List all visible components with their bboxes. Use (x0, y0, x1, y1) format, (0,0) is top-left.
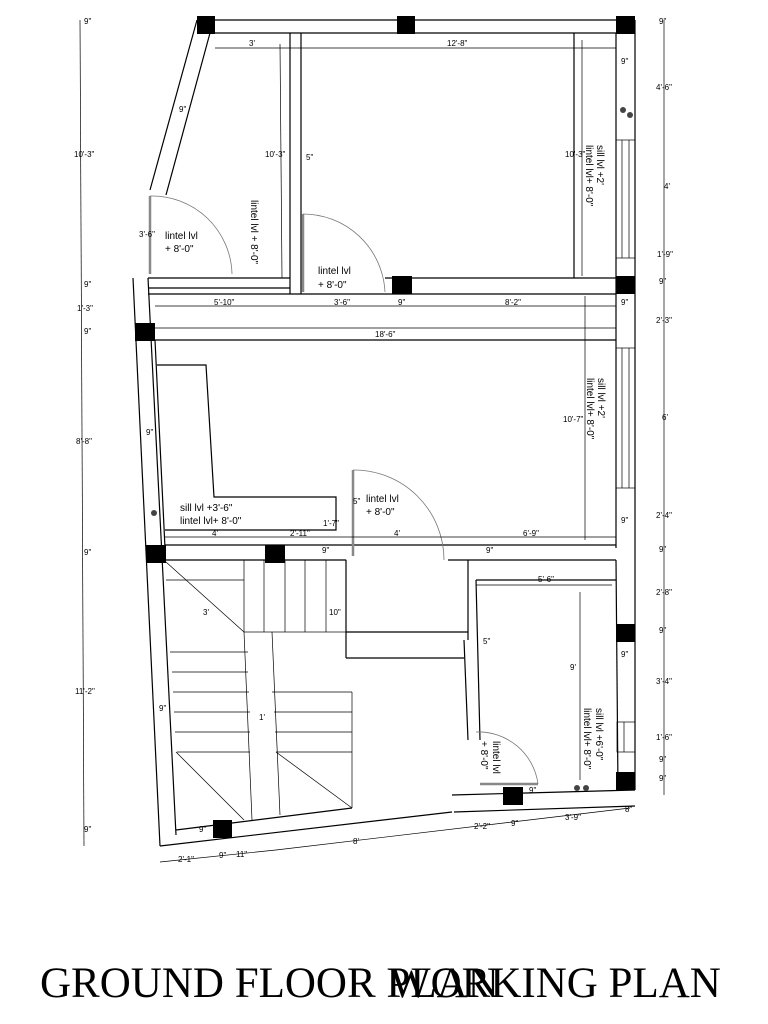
dim-2-11: 2'-11" (290, 529, 310, 538)
dim-left-9: 9" (84, 825, 91, 834)
dim-9-bottom-left: 9" (199, 825, 206, 834)
dim-8-2: 8'-2" (505, 298, 521, 307)
door2-lintel-label: lintel lvl (318, 266, 351, 277)
dim-9-right-mid: 9" (621, 298, 628, 307)
dim-3-6-door: 3'-6" (139, 230, 155, 239)
dim-8-in: 8" (625, 805, 632, 814)
dim-9-right-low: 9" (621, 516, 628, 525)
dim-11-in: 11" (236, 850, 247, 859)
window-mid-sill: sill lvl +2' (595, 378, 606, 418)
dim-6-9: 6'-9" (523, 529, 539, 538)
dim-top-3: 3' (249, 39, 255, 48)
dim-5-10: 5'-10" (214, 298, 235, 307)
dim-right-8: 2'-4" (656, 511, 672, 520)
dim-9-kitchen: 9" (486, 546, 493, 555)
dim-left-4: 1'-3" (77, 304, 93, 313)
dim-right-12: 3'-4" (656, 677, 672, 686)
window-mid-lintel: lintel lvl+ 8'-0" (584, 378, 595, 440)
dim-right-10: 2'-8" (656, 588, 672, 597)
dim-right-7: 6' (662, 413, 668, 422)
dim-right-6: 2'-3" (656, 316, 672, 325)
dim-left-7: 9" (84, 548, 91, 557)
dim-right-5: 9" (659, 277, 666, 286)
windows (615, 139, 636, 753)
dim-left-3: 9" (84, 280, 91, 289)
dim-right-9: 9" (659, 545, 666, 554)
dim-9-top-right: 9" (621, 57, 628, 66)
dim-9-left-wall: 9" (146, 428, 153, 437)
dim-9-right-bath: 9" (621, 650, 628, 659)
dim-5-6: 5'-6" (538, 575, 554, 584)
dim-left-8: 11'-2" (75, 687, 95, 696)
columns (135, 16, 635, 838)
dim-9-bottom-door: 9" (529, 786, 536, 795)
dim-left-1: 9" (84, 17, 91, 26)
dim-9-stair-top: 9" (322, 546, 329, 555)
dim-right-2: 4'-6" (656, 83, 672, 92)
dim-9-mid: 9" (398, 298, 405, 307)
switch-fixtures (151, 107, 633, 791)
dim-3-9: 3'-9" (565, 813, 581, 822)
dim-9-stair-left: 9" (159, 704, 166, 713)
door1-lintel-value: + 8'-0" (165, 244, 194, 255)
dim-4-left: 4' (212, 529, 218, 538)
dim-1-stair: 1' (259, 713, 265, 722)
door3-lintel-value: + 8'-0" (366, 507, 395, 518)
dim-left-2: 10'-3" (74, 150, 95, 159)
dimension-lines (79, 19, 665, 863)
dim-right-1: 9" (659, 17, 666, 26)
dim-10-3-right: 10'-3" (565, 150, 586, 159)
dim-10-7: 10'-7" (563, 415, 584, 424)
dim-top-12-8: 12'-8" (447, 39, 468, 48)
dim-4-center: 4' (394, 529, 400, 538)
door4-lintel-label: lintel lvl (490, 741, 501, 774)
dim-3-6-mid: 3'-6" (334, 298, 350, 307)
dim-10-in: 10" (329, 608, 341, 617)
dim-left-5: 9" (84, 327, 91, 336)
dim-right-14: 9" (659, 755, 666, 764)
staircase (165, 559, 353, 821)
window-bath-sill: sill lvl +6'-0" (593, 708, 604, 761)
dim-18-6: 18'-6" (375, 330, 396, 339)
dim-right-3: 4' (664, 182, 670, 191)
window-bath-lintel: lintel lvl+ 8'-0" (581, 708, 592, 770)
door1-lintel-label: lintel lvl (165, 231, 198, 242)
walls (132, 19, 636, 847)
dim-1-7: 1'-7" (323, 519, 339, 528)
dim-5-bath: 5" (483, 637, 490, 646)
dim-9-bl2: 9" (219, 851, 226, 860)
door2-lintel-value: + 8'-0" (318, 280, 347, 291)
window-top-sill: sill lvl +2' (594, 145, 605, 185)
dim-9-vert: 9' (570, 663, 576, 672)
dim-2-2: 2'-2" (474, 822, 490, 831)
dim-5-small: 5" (353, 497, 360, 506)
kitchen-lintel: lintel lvl+ 8'-0" (180, 516, 242, 527)
annotations: lintel lvl + 8'-0" lintel lvl + 8'-0" li… (165, 145, 606, 774)
kitchen-sill: sill lvl +3'-6" (180, 503, 233, 514)
dim-8-bottom: 8' (353, 837, 359, 846)
dim-9-slant: 9" (179, 105, 186, 114)
title-working-plan: WORKING PLAN (390, 960, 721, 1007)
window-top-lintel: lintel lvl+ 8'-0" (583, 145, 594, 207)
dim-right-13: 1'-6" (656, 733, 672, 742)
dim-9-bottom-mid: 9" (511, 819, 518, 828)
door4-lintel-value: + 8'-0" (478, 741, 489, 770)
wall-lintel-label: lintel lvl + 8'-0" (248, 200, 259, 265)
dim-left-6: 8'-8" (76, 437, 92, 446)
title-ground-floor-plan: GROUND FLOOR PLAN (40, 960, 499, 1007)
dim-3-stair: 3' (203, 608, 209, 617)
dim-5-top: 5" (306, 153, 313, 162)
dim-10-3-room: 10'-3" (265, 150, 286, 159)
dim-right-11: 9" (659, 626, 666, 635)
dim-2-1: 2'-1" (178, 855, 194, 864)
dimension-labels: 3' 12'-8" 9" 9" 10'-3" 5" 10'-3" 3'-6" 5… (74, 17, 673, 864)
dim-right-15: 9" (659, 774, 666, 783)
doors (148, 195, 539, 786)
door3-lintel-label: lintel lvl (366, 494, 399, 505)
dim-right-4: 1'-9" (657, 250, 673, 259)
